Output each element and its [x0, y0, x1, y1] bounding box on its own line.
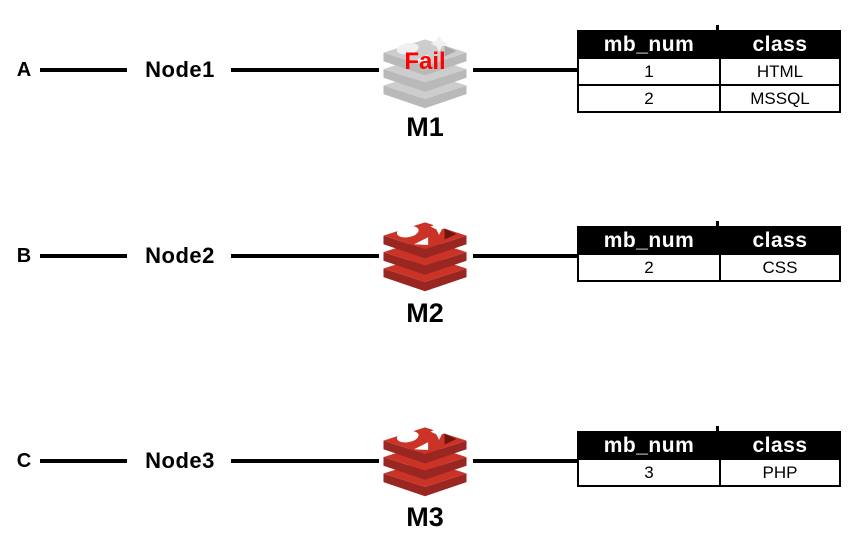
- cell-mb-num: 1: [577, 57, 721, 86]
- table-header-row: mb_num class: [577, 226, 841, 255]
- header-mb-num: mb_num: [577, 226, 721, 255]
- members-table: mb_num class 3 PHP: [577, 431, 841, 487]
- node2-label: Node2: [145, 243, 215, 268]
- connector-line: [40, 68, 127, 72]
- machine-m1: Fail: [378, 32, 472, 114]
- header-class: class: [719, 30, 841, 59]
- machine-status-text: Fail: [404, 48, 446, 75]
- node3-label: Node3: [145, 448, 215, 473]
- table-top-tick: [716, 426, 719, 431]
- endpoint-label-c: C: [16, 450, 32, 472]
- table-header-row: mb_num class: [577, 431, 841, 460]
- machine-m1-label: M1: [406, 112, 444, 142]
- machine-m2-label: M2: [406, 298, 444, 328]
- header-class: class: [719, 226, 841, 255]
- header-mb-num: mb_num: [577, 431, 721, 460]
- cell-class: CSS: [719, 253, 841, 282]
- members-table-m3: mb_num class 3 PHP: [577, 426, 841, 487]
- table-row: 2 CSS: [577, 253, 841, 282]
- table-top-tick: [716, 221, 719, 226]
- endpoint-label-a: A: [16, 59, 32, 81]
- connector-line: [231, 254, 379, 258]
- table-row: 1 HTML: [577, 57, 841, 86]
- members-table: mb_num class 2 CSS: [577, 226, 841, 282]
- connector-line: [473, 459, 579, 463]
- cell-mb-num: 3: [577, 458, 721, 487]
- connector-line: [473, 68, 579, 72]
- redis-stack-icon: [383, 218, 467, 292]
- connector-line: [40, 459, 127, 463]
- connector-line: [231, 68, 379, 72]
- cell-mb-num: 2: [577, 84, 721, 113]
- machine-m3: [378, 420, 472, 502]
- connector-line: [40, 254, 127, 258]
- endpoint-label-b: B: [16, 245, 32, 267]
- table-row: 2 MSSQL: [577, 84, 841, 113]
- machine-m3-label: M3: [406, 502, 444, 532]
- cell-class: MSSQL: [719, 84, 841, 113]
- redis-stack-icon: [383, 423, 467, 497]
- table-row: 3 PHP: [577, 458, 841, 487]
- cell-class: PHP: [719, 458, 841, 487]
- header-mb-num: mb_num: [577, 30, 721, 59]
- members-table-m1: mb_num class 1 HTML 2 MSSQL: [577, 25, 841, 113]
- header-class: class: [719, 431, 841, 460]
- table-header-row: mb_num class: [577, 30, 841, 59]
- machine-m2: [378, 215, 472, 297]
- cell-mb-num: 2: [577, 253, 721, 282]
- members-table: mb_num class 1 HTML 2 MSSQL: [577, 30, 841, 113]
- node1-label: Node1: [145, 57, 215, 82]
- connector-line: [231, 459, 379, 463]
- table-top-tick: [716, 25, 719, 30]
- redis-stack-icon: [383, 35, 467, 109]
- cell-class: HTML: [719, 57, 841, 86]
- members-table-m2: mb_num class 2 CSS: [577, 221, 841, 282]
- connector-line: [473, 254, 579, 258]
